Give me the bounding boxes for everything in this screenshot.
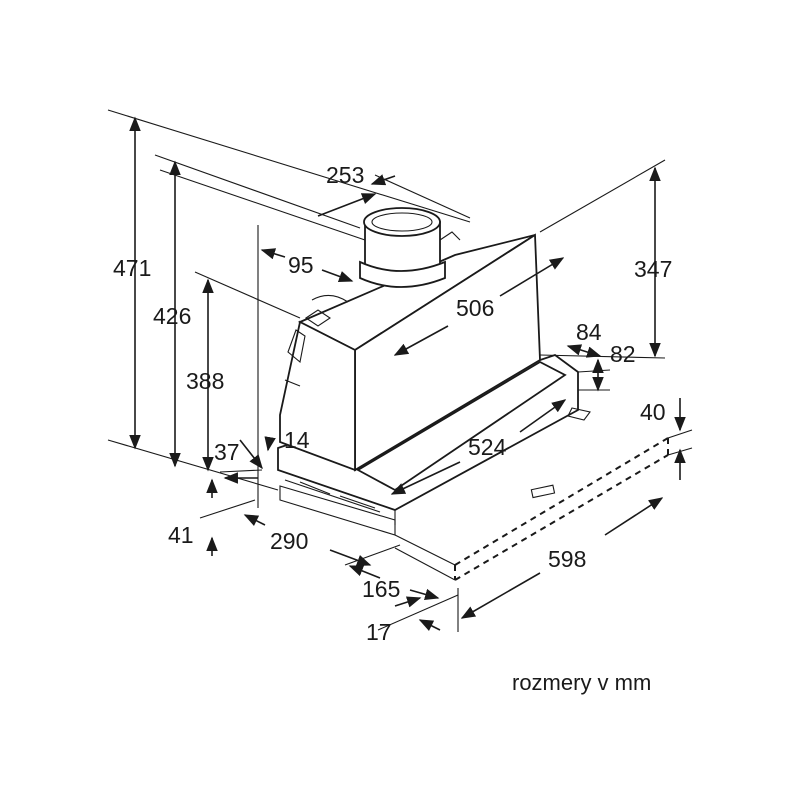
dim-471: 471 [113,255,151,281]
dim-290: 290 [270,528,308,554]
units-caption: rozmery v mm [512,670,651,695]
dim-41: 41 [168,522,194,548]
dim-253: 253 [326,162,364,188]
dim-82: 82 [610,341,636,367]
dim-37: 37 [214,439,240,465]
dim-598: 598 [548,546,586,572]
exhaust-collar [359,207,446,288]
dimension-labels: 471 426 388 253 95 506 347 84 82 40 524 … [113,162,672,645]
dim-14: 14 [284,427,310,453]
dim-165: 165 [362,576,400,602]
dim-524: 524 [468,434,507,460]
dim-84: 84 [576,319,602,345]
dim-388: 388 [186,368,224,394]
dim-40: 40 [640,399,666,425]
dim-426: 426 [153,303,191,329]
dim-347: 347 [634,256,672,282]
extendable-visor [394,437,669,581]
dimension-lines [107,109,693,632]
dim-506: 506 [456,295,494,321]
dim-95: 95 [288,252,314,278]
dim-17: 17 [366,619,392,645]
hood-body [277,231,591,536]
